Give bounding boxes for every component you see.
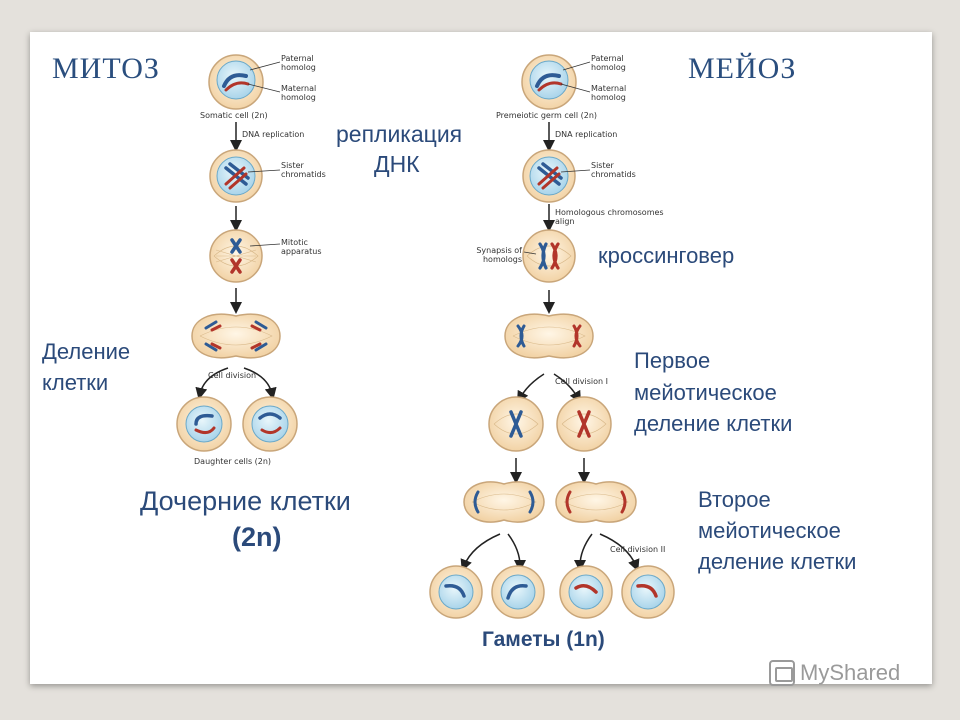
- gamete-3: [559, 565, 613, 619]
- meiosis-dividing-cell-2-left: [463, 481, 545, 523]
- watermark-text: MyShared: [800, 660, 901, 685]
- ru-second-division-line2: мейотическое: [698, 518, 841, 543]
- mitosis-label-paternal: Paternal homolog: [281, 54, 316, 72]
- gamete-4: [621, 565, 675, 619]
- ru-replication-line2: ДНК: [374, 151, 420, 177]
- mitosis-dividing-cell: [191, 313, 281, 359]
- meiosis-label-homologous: Homologous chromosomes align: [555, 208, 664, 226]
- mitosis-somatic-cell: [208, 54, 264, 110]
- gamete-1: [429, 565, 483, 619]
- meiosis-label-paternal: Paternal homolog: [591, 54, 626, 72]
- mitosis-daughter-cell-left: [176, 396, 232, 452]
- mitosis-label-sister: Sister chromatids: [281, 161, 326, 179]
- mitosis-label-daughter: Daughter cells (2n): [194, 457, 272, 466]
- meiosis-dividing-cell-1: [504, 313, 594, 359]
- myshared-logo-icon: [769, 660, 795, 686]
- ru-first-division-line2: мейотическое: [634, 380, 777, 405]
- mitosis-label-maternal: Maternal homolog: [281, 84, 317, 102]
- meiosis-title: МЕЙОЗ: [688, 52, 797, 85]
- ru-daughter-cells: Дочерние клетки: [140, 486, 351, 516]
- mitosis-label-replication: DNA replication: [242, 130, 305, 139]
- mitosis-daughter-cell-right: [242, 396, 298, 452]
- ru-first-division-line1: Первое: [634, 348, 711, 373]
- meiosis-label-division1: Cell division I: [555, 377, 609, 386]
- mitosis-metaphase-cell: [209, 229, 263, 283]
- meiosis-label-premeiotic: Premeiotic germ cell (2n): [496, 111, 598, 120]
- ru-division-line2: клетки: [42, 370, 109, 395]
- ru-gametes: Гаметы (1n): [482, 628, 605, 651]
- meiosis-synapsis-cell: [522, 229, 576, 283]
- ru-division-line1: Деление: [42, 339, 131, 364]
- meiosis-secondary-cell-left: [488, 396, 544, 452]
- mitosis-label-division: Cell division: [208, 371, 257, 380]
- mitosis-replicated-cell: [209, 149, 263, 203]
- ru-second-division-line3: деление клетки: [698, 549, 857, 574]
- gamete-2: [491, 565, 545, 619]
- ru-daughter-ploidy: (2n): [232, 522, 282, 552]
- meiosis-label-sister: Sister chromatids: [591, 161, 636, 179]
- meiosis-secondary-cell-right: [556, 396, 612, 452]
- mitosis-title: МИТОЗ: [52, 52, 160, 85]
- meiosis-germ-cell: [521, 54, 577, 110]
- meiosis-replicated-cell: [522, 149, 576, 203]
- slide-background: [30, 32, 932, 684]
- meiosis-label-maternal: Maternal homolog: [591, 84, 627, 102]
- ru-second-division-line1: Второе: [698, 487, 771, 512]
- meiosis-label-synapsis: Synapsis of homologs: [476, 246, 522, 264]
- meiosis-label-division2: Cell division II: [610, 545, 666, 554]
- meiosis-label-replication: DNA replication: [555, 130, 618, 139]
- mitosis-label-somatic: Somatic cell (2n): [200, 111, 268, 120]
- mitosis-label-mitotic: Mitotic apparatus: [281, 238, 322, 256]
- meiosis-dividing-cell-2-right: [555, 481, 637, 523]
- ru-crossing-over: кроссинговер: [598, 243, 735, 268]
- ru-replication-line1: репликация: [336, 121, 463, 147]
- ru-first-division-line3: деление клетки: [634, 411, 793, 436]
